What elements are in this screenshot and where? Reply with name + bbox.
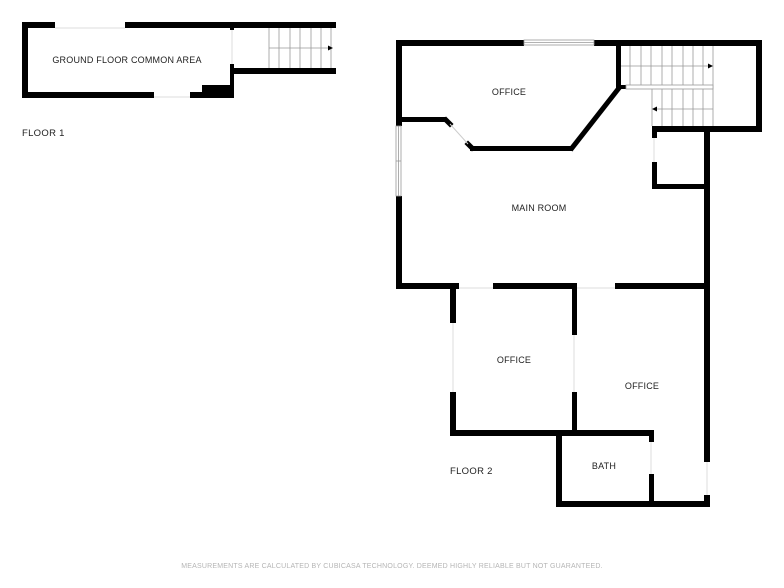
room-label-office-lower-right: OFFICE [624,381,660,391]
stair-arrow-icon [328,45,333,51]
floor2-windows [395,39,595,197]
room-label-office-lower-left: OFFICE [496,355,532,365]
room-label-main-room: MAIN ROOM [511,203,567,213]
room-label-bath: BATH [591,461,617,471]
stair-up-arrow-icon [708,63,713,69]
measurement-disclaimer: MEASUREMENTS ARE CALCULATED BY CUBICASA … [181,563,603,570]
room-label-ground-floor-common-area: GROUND FLOOR COMMON AREA [52,55,202,65]
floor2-diagonal-walls [442,84,623,152]
room-label-office-top: OFFICE [491,87,527,97]
stair-down-arrow-icon [652,106,657,112]
floor-1-label: FLOOR 1 [22,128,65,139]
floor1-stairs [268,28,332,68]
floor2-plan [396,40,762,507]
floor1-plan [22,22,336,98]
floor2-stairs [621,46,714,126]
floor-2-label: FLOOR 2 [450,466,493,477]
